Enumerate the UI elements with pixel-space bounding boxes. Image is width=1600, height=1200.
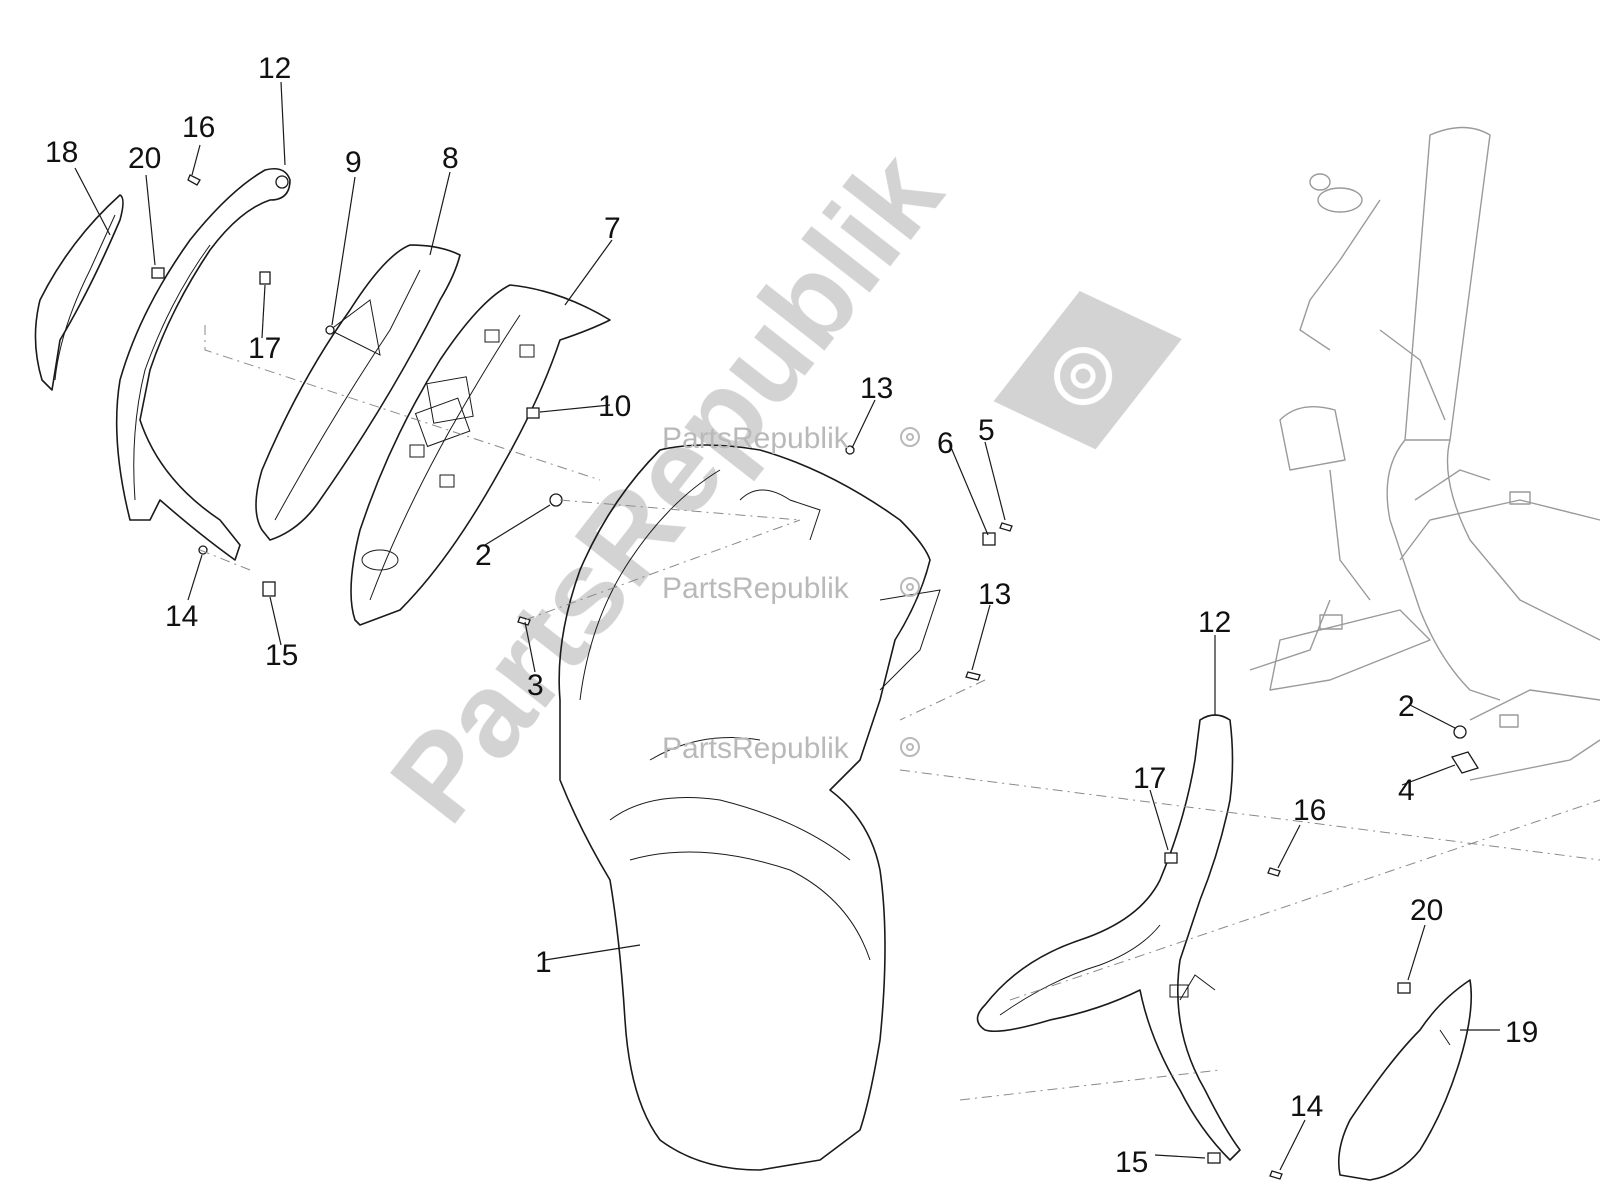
screw-16-left (187, 174, 201, 186)
clip-6 (982, 532, 996, 546)
callout-14-right: 14 (1290, 1090, 1323, 1123)
watermark-gear-icon (993, 290, 1182, 450)
callout-5: 5 (978, 414, 995, 447)
screw-13-lower (965, 671, 981, 681)
callout-8: 8 (442, 142, 459, 175)
callout-20-left: 20 (128, 142, 161, 175)
callout-15-right: 15 (1115, 1146, 1148, 1179)
screw-14-right (1269, 1170, 1283, 1180)
callout-19: 19 (1505, 1016, 1538, 1049)
part-18-trim (34, 194, 124, 391)
callout-14-left: 14 (165, 600, 198, 633)
callout-2-right: 2 (1398, 690, 1415, 723)
callout-13-upper: 13 (860, 372, 893, 405)
watermark-small: PartsRepublik PartsRepublik PartsRepubli… (662, 422, 920, 765)
callout-1: 1 (535, 946, 552, 979)
part-8-center-panel (255, 244, 474, 541)
screw-9 (325, 325, 335, 335)
part-12-handle-trim (976, 714, 1241, 1161)
callout-12: 12 (1198, 606, 1231, 639)
callout-9: 9 (345, 146, 362, 179)
callout-17-left: 17 (248, 332, 281, 365)
callout-7: 7 (604, 212, 621, 245)
clip-17-left (259, 271, 271, 285)
nut-4 (1451, 751, 1479, 774)
watermark-label-2: PartsRepublik (662, 572, 850, 605)
callout-11: 12 (258, 52, 291, 85)
callout-20-right: 20 (1410, 894, 1443, 927)
watermark-label-1: PartsRepublik (662, 422, 850, 455)
clip-20-right (1397, 982, 1411, 994)
part-1-front-shield (558, 444, 941, 1171)
fasteners (151, 174, 1479, 1180)
part-19-trim (1337, 979, 1473, 1181)
screw-5 (999, 522, 1013, 532)
callout-labels: 12 18 20 16 17 9 8 7 10 2 3 14 15 1 13 6… (45, 52, 1538, 1179)
callout-10: 10 (598, 390, 631, 423)
watermark-label-3: PartsRepublik (662, 732, 850, 765)
callout-13-lower: 13 (978, 578, 1011, 611)
callout-4: 4 (1398, 774, 1415, 807)
leader-lines (74, 81, 1500, 1171)
clip-10 (526, 407, 540, 419)
watermark-small-gear-icon (900, 427, 920, 757)
frame-assembly (1249, 126, 1600, 781)
screw-16-right (1267, 867, 1281, 877)
callout-3: 3 (527, 669, 544, 702)
clip-15-right (1207, 1152, 1221, 1164)
assembly-lines (199, 325, 1600, 1101)
callout-2-center: 2 (475, 539, 492, 572)
clip-20-left (151, 267, 165, 279)
clip-17-right (1164, 852, 1178, 864)
callout-15-left: 15 (265, 639, 298, 672)
part-11-handle-trim (115, 167, 291, 561)
screw-2-right (1453, 725, 1467, 739)
callout-6: 6 (937, 427, 954, 460)
callout-16-left: 16 (182, 111, 215, 144)
part-7-inner-panel (350, 284, 611, 626)
clip-15-left (262, 581, 276, 597)
callout-16-right: 16 (1293, 794, 1326, 827)
callout-18: 18 (45, 136, 78, 169)
callout-17-right: 17 (1133, 762, 1166, 795)
